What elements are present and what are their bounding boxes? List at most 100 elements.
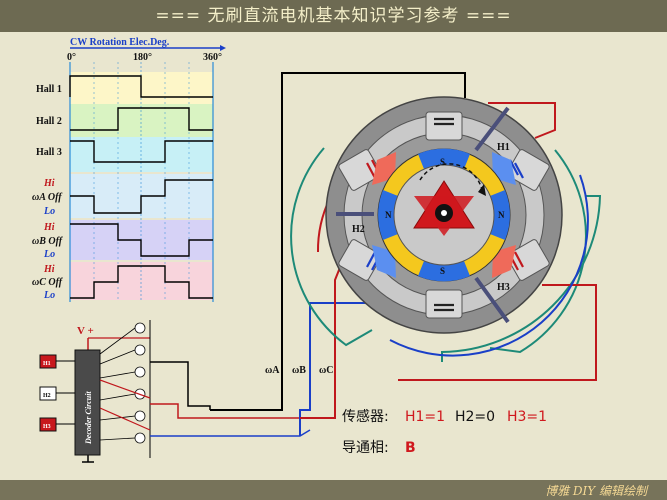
hall2-label: Hall 2: [36, 116, 62, 127]
magnet-blue-left: [378, 190, 398, 240]
hall3-label: Hall 3: [36, 147, 62, 158]
hall2-band: [70, 104, 213, 137]
phase-b-name: ωB Off: [32, 236, 64, 247]
sensor-h3-value: H3=1: [507, 409, 547, 425]
wire-c-out: [150, 403, 300, 419]
input-h3: H3: [43, 424, 51, 430]
phase-c-wire: [300, 254, 346, 419]
phase-c-lo: Lo: [43, 290, 55, 301]
coil-loop-blue: [389, 174, 589, 357]
coil-loop-red-top: [488, 102, 556, 139]
transistor-2: [134, 344, 146, 356]
transistor-6: [134, 432, 146, 444]
conduct-phase-value: B: [405, 440, 416, 456]
winding-lr-2: [514, 251, 524, 268]
phase-b-lo: Lo: [43, 249, 55, 260]
magnet-blue-right: [490, 190, 510, 240]
timing-arrowhead: [220, 45, 226, 51]
hall-sensor-h1: [474, 106, 510, 152]
credit-text: 博雅 DIY 编辑绘制: [545, 484, 647, 498]
timing-chart: CW Rotation Elec.Deg. 0° 180° 360°: [32, 37, 226, 302]
tooth-lower-left: [338, 239, 382, 281]
coil-loop-left: [290, 147, 373, 347]
pole-label-s-top: S: [440, 157, 445, 167]
wire-b-out: [150, 429, 311, 437]
pole-label-s-bottom: S: [440, 266, 445, 276]
input-h2: H2: [43, 393, 51, 399]
phase-a-hi: Hi: [43, 178, 55, 189]
gate-wire-2: [99, 349, 136, 365]
coil-loop-red-bottom: [398, 284, 597, 381]
transistor-5: [134, 410, 146, 422]
phase-b-wave: [70, 223, 213, 257]
gate-wire-5: [99, 415, 136, 421]
winding-ul-1: [366, 162, 376, 179]
magnet-blue-top: [418, 148, 470, 169]
conduct-phase-label: 导通相:: [342, 440, 389, 456]
hall-label-h2: H2: [352, 224, 365, 235]
hall2-wave: [70, 107, 213, 131]
transistor-3: [134, 366, 146, 378]
tooth-upper-right: [506, 149, 550, 191]
footer-bar: [0, 480, 667, 500]
page-title: === 无刷直流电机基本知识学习参考 ===: [155, 6, 512, 26]
input-h1: H1: [43, 361, 51, 367]
pole-label-n-left: N: [385, 210, 392, 220]
winding-ur-2: [514, 162, 524, 179]
phase-a-name: ωA Off: [32, 192, 63, 203]
decoder-box: [74, 349, 101, 456]
hall-label-h3: H3: [497, 282, 510, 293]
sensor-h1-value: H1=1: [405, 409, 445, 425]
hall1-label: Hall 1: [36, 84, 62, 95]
phase-c-wave: [70, 265, 213, 299]
active-gate-a: [99, 379, 151, 399]
phase-c-hi: Hi: [43, 264, 55, 275]
gate-wire-1: [99, 327, 136, 355]
rotation-arrowhead: [478, 184, 486, 196]
vplus-label: V +: [77, 325, 94, 337]
hall-sensor-h3: [474, 276, 510, 324]
angle-360: 360°: [203, 52, 222, 63]
rotor-shaft-center: [441, 210, 447, 216]
phase-c-band: [70, 262, 213, 300]
winding-ll-1: [366, 251, 376, 268]
phase-wiring: ωA ωB ωC: [210, 72, 466, 436]
magnet-blue-bottom: [418, 261, 470, 282]
rotation-arrow: [419, 163, 483, 191]
angle-0: 0°: [67, 52, 76, 63]
gate-wire-4: [99, 393, 136, 401]
gate-wire-6: [99, 437, 136, 441]
gate-wire-3: [99, 371, 136, 379]
phase-a-wire: [210, 72, 466, 411]
decoder-label: Decoder Circuit: [84, 391, 93, 445]
hall-label-h1: H1: [497, 142, 510, 153]
driver-circuit: V + Decoder Circuit H1 H2 H3: [39, 320, 311, 463]
title-bar: [0, 0, 667, 32]
angle-180: 180°: [133, 52, 152, 63]
pole-label-n-right: N: [498, 210, 505, 220]
gate-wires: [99, 327, 136, 441]
transistor-array: [134, 322, 146, 444]
sensor-h2-value: H2=0: [455, 409, 495, 425]
motor: N N S S H1 H2 H3: [290, 96, 602, 381]
wire-a-out: [150, 361, 211, 410]
sensor-status-label: 传感器:: [342, 408, 389, 425]
hall3-wave: [70, 140, 213, 163]
phase-label-a: ωA: [265, 365, 280, 376]
phase-c-name: ωC Off: [32, 277, 64, 288]
hall1-wave: [69, 75, 213, 98]
phase-label-c: ωC: [319, 365, 334, 376]
timing-header: CW Rotation Elec.Deg.: [70, 37, 170, 48]
active-gate-b: [99, 407, 151, 431]
phase-b-hi: Hi: [43, 222, 55, 233]
coil-loop-bottom: [441, 195, 602, 362]
phase-a-lo: Lo: [43, 206, 55, 217]
phase-a-wave: [70, 179, 213, 214]
status-panel: 传感器: H1=1 H2=0 H3=1 导通相: B: [342, 408, 547, 456]
tooth-upper-left: [338, 149, 382, 191]
phase-label-b: ωB: [292, 365, 306, 376]
tooth-top: [425, 111, 463, 141]
transistor-1: [134, 322, 146, 334]
